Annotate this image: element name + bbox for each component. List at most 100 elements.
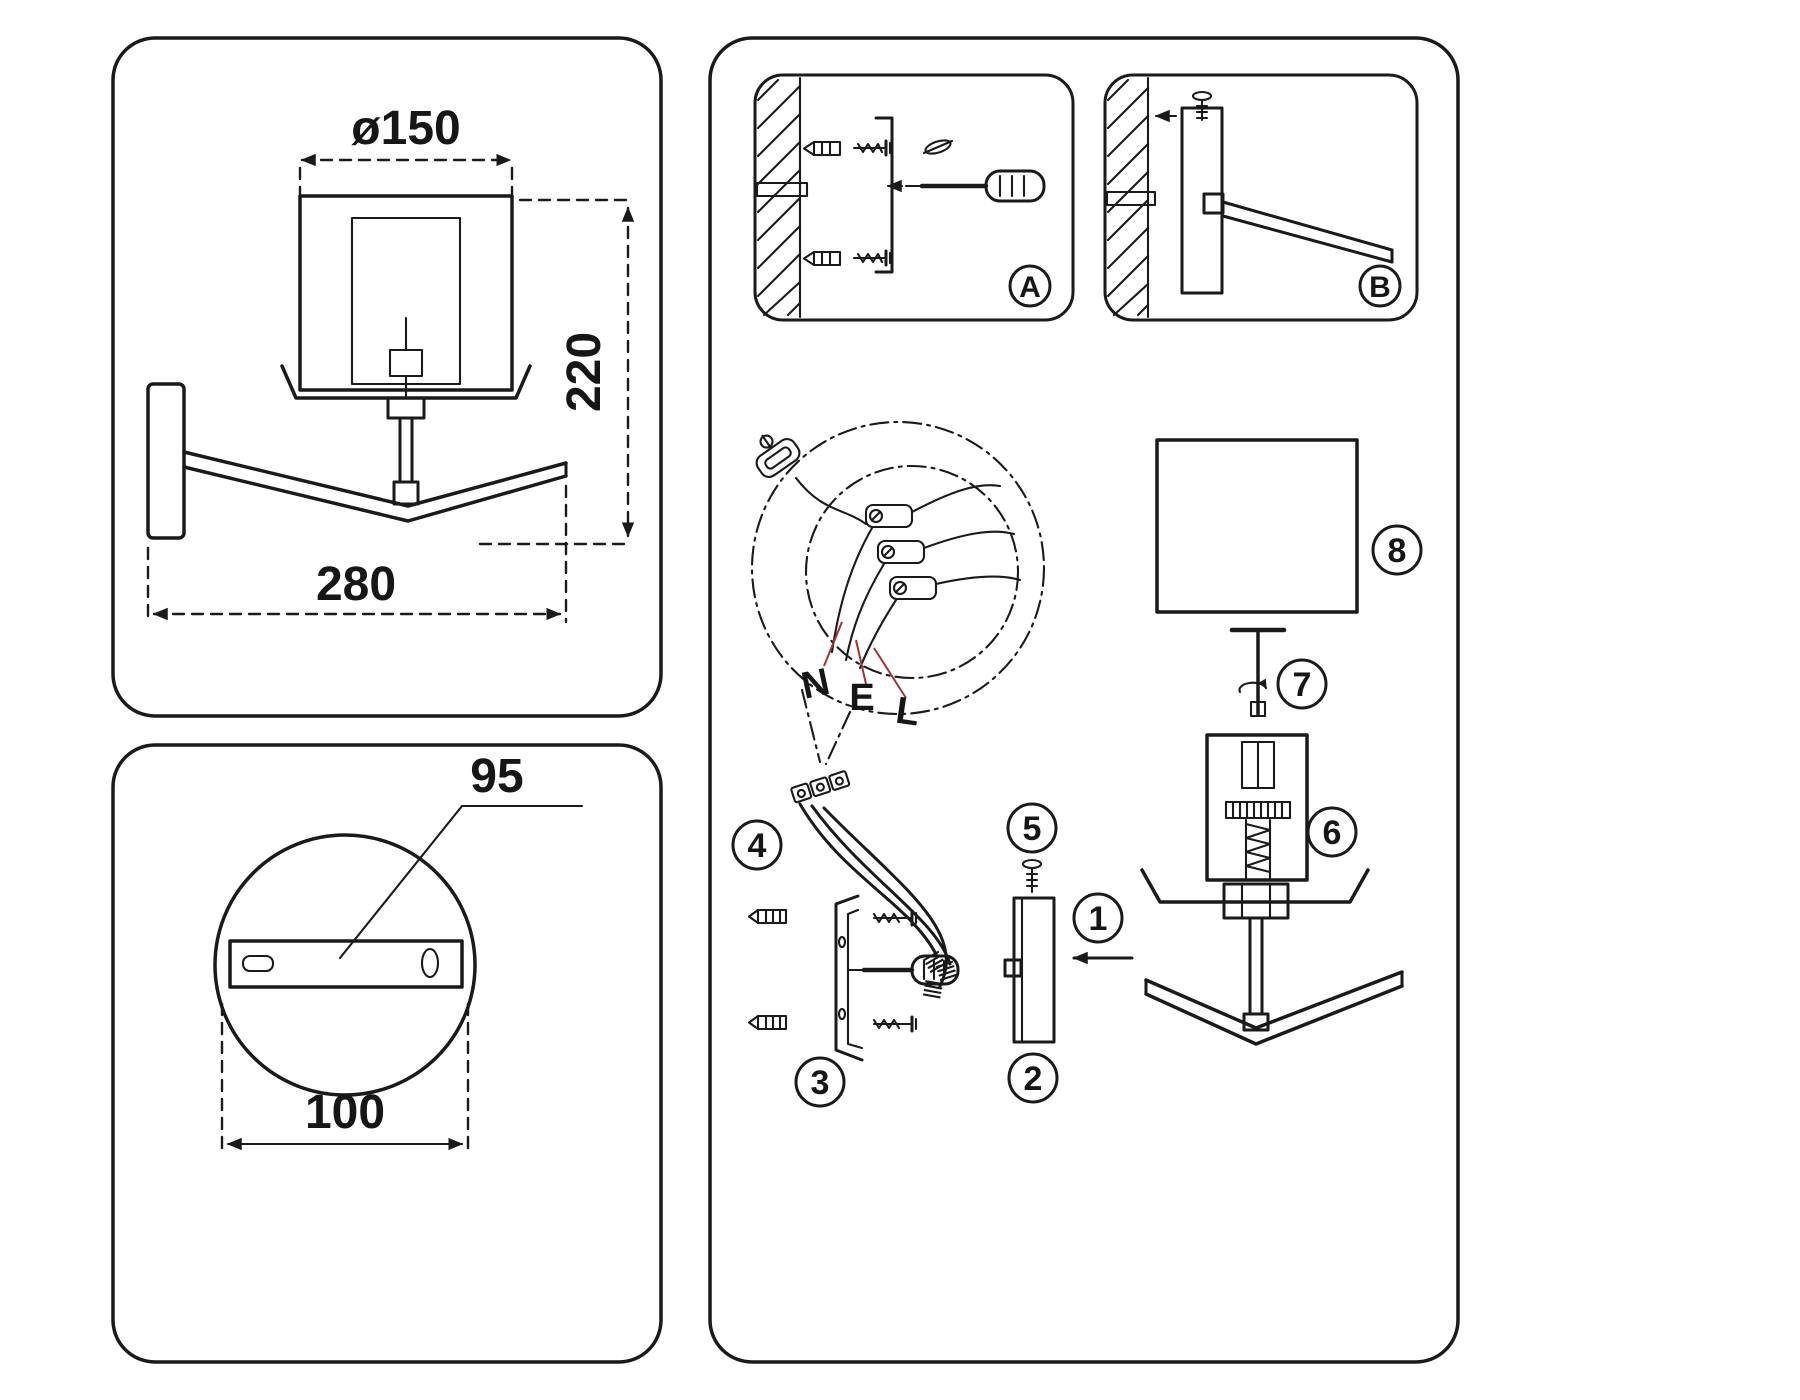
part-6-label: 6 [1323,814,1342,852]
wiring-detail-balloon: N E L [750,420,1046,766]
part-7-finial: 7 [1229,627,1328,718]
wire-2 [810,804,952,966]
step-b-badge [1358,264,1402,308]
wall-ledge-b [1105,190,1157,207]
assembled-arm [1140,868,1404,1046]
mount-bar-hole-right [420,947,440,979]
screw-top [872,909,918,927]
screwdriver-a [886,169,1046,203]
rotate-arrow [1238,678,1268,694]
step-panel-a: A [753,73,1075,322]
wall-anchor-bottom [747,1014,788,1031]
step-a-border [753,73,1075,322]
cube-shade [298,194,514,392]
installation-steps-panel: A [708,36,1460,1364]
socket-body [1205,733,1309,882]
screw-bottom [872,1015,918,1033]
diameter-label: ø150 [351,102,460,155]
mount-plate-panel-border [111,743,663,1364]
finial-collar [1249,700,1267,718]
holder-hub [386,396,426,420]
part-3-badge [794,1056,846,1108]
part-8-label: 8 [1388,532,1407,570]
part-2-wall-plate: 2 [1003,896,1059,1104]
wall-lamp-front-drawing [146,194,568,540]
balloon-inner-circle [804,464,1020,680]
part-4-badge [731,819,783,871]
wall-anchor-top [747,908,788,925]
height-label: 220 [558,332,611,412]
plate-width-dimension: 100 [220,1002,470,1154]
mount-bracket-a [874,116,894,274]
wire-strands-2 [935,960,958,981]
plate-width-label: 100 [305,1086,385,1139]
hole-spacing-label: 95 [470,750,523,803]
cable-clamp [755,434,801,478]
plate-circle [213,833,477,1097]
terminal-label-e: E [849,677,874,719]
inner-glass [350,216,462,386]
arm-b-top [1221,200,1394,252]
arm-slot-b [1202,192,1225,215]
lamp-socket [388,348,424,378]
part-6-socket-assembly: 6 [1205,733,1358,882]
step-panel-b: B [1103,73,1419,322]
screwdriver-3 [846,954,960,986]
step-a-label: A [1019,271,1041,304]
part-7-label: 7 [1293,666,1312,704]
part-5-badge [1006,802,1058,854]
part-4-label: 4 [748,827,767,865]
front-view-panel-border [111,36,663,718]
anchor-screw-top [802,139,892,157]
wall-ledge-a [755,181,809,198]
part-5-label: 5 [1023,810,1042,848]
back-plate-b [1180,106,1224,295]
hex-nut [1222,882,1290,920]
wall-hatch-a [756,78,802,317]
step-a-badge [1008,264,1052,308]
mount-plate-detail-panel: 95 100 [111,743,663,1364]
shade-square [1155,438,1359,614]
terminal-block [864,503,938,601]
wall-hatch-b [1106,78,1150,317]
arm-b-bottom [1221,214,1394,264]
plate-body [1012,896,1056,1044]
front-view-panel: ø150 220 [111,36,663,718]
holder-prongs [1140,868,1370,904]
part-2-label: 2 [1024,1060,1043,1098]
part-7-badge [1276,658,1328,710]
screw-rotation-symbol [922,139,954,155]
ribbed-band [1224,800,1292,820]
anchor-screw-bottom [802,249,892,267]
part-8-badge [1371,524,1423,576]
part-4-connector-wires: 4 [731,770,958,999]
steps-panel-border [708,36,1460,1364]
wire-connector [790,770,851,804]
arm-upper-edge [1144,970,1404,1030]
arm-top-edge [182,450,568,508]
step-b-label: B [1369,271,1391,304]
threaded-stem [1244,818,1272,880]
supply-cable [794,476,868,526]
arm-lower-edge [1144,984,1404,1046]
shade-diameter-dimension: ø150 [298,102,514,196]
part-8-shade: 8 [1155,438,1423,614]
projection-dimension: 280 [146,484,568,624]
part-1-insert-arrow: 1 [1072,892,1134,965]
top-screw-b [1191,90,1213,122]
part-1-badge [1072,892,1124,944]
height-dimension: 220 [478,198,635,546]
mount-bar-slot-left [241,954,275,973]
part-5-set-screw: 5 [1006,802,1058,894]
part-1-label: 1 [1089,900,1108,938]
terminal-label-n: N [798,661,834,708]
step-b-border [1103,73,1419,322]
part-2-badge [1007,1052,1059,1104]
hole-spacing-dimension: 95 [338,750,584,960]
wire-1 [798,802,938,956]
arm-bottom-edge [182,465,568,523]
stem-nut [392,480,420,506]
wall-plate [146,382,186,540]
